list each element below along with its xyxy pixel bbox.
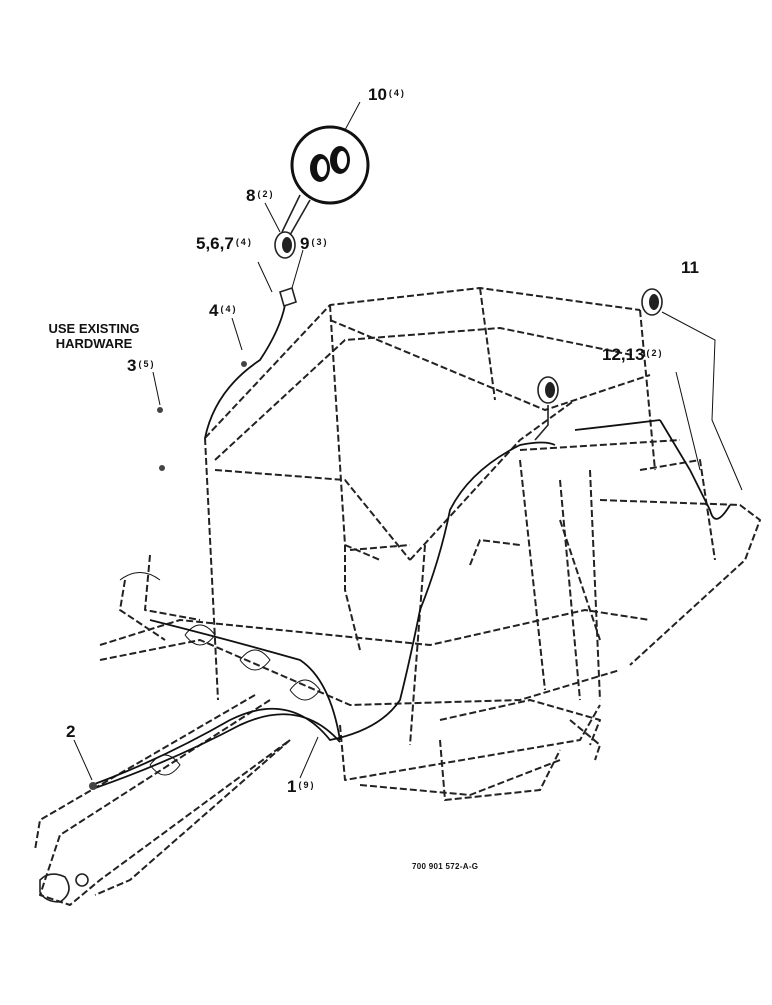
figure-id: 700 901 572-A-G: [412, 862, 479, 871]
chassis-frame: [99, 554, 651, 801]
callout-5-6-7: 5,6,7(4): [196, 234, 253, 253]
callout-11: 11: [681, 258, 699, 277]
callout-10: 10(4): [368, 85, 406, 104]
callout-1: 1(9): [287, 777, 316, 796]
tower-frame: [204, 287, 761, 746]
callout-8: 8(2): [246, 186, 275, 205]
hardware-note-line1: USE EXISTING: [48, 321, 140, 336]
light-right: [534, 288, 663, 441]
hardware-note-line2: HARDWARE: [55, 336, 133, 351]
tongue: [34, 694, 291, 906]
hardware-bits: [89, 361, 247, 790]
wire-harness: [91, 304, 731, 789]
callout-2: 2: [66, 722, 76, 741]
hardware-note: USE EXISTING HARDWARE: [34, 321, 154, 351]
callout-4: 4(4): [209, 301, 238, 320]
callout-3: 3(5): [127, 356, 156, 375]
detail-magnifier: [281, 125, 370, 236]
callout-12-13: 12,13(2): [602, 345, 664, 364]
leader-lines: [73, 101, 743, 781]
light-top: [274, 231, 297, 308]
callout-9: 9(3): [300, 234, 329, 253]
